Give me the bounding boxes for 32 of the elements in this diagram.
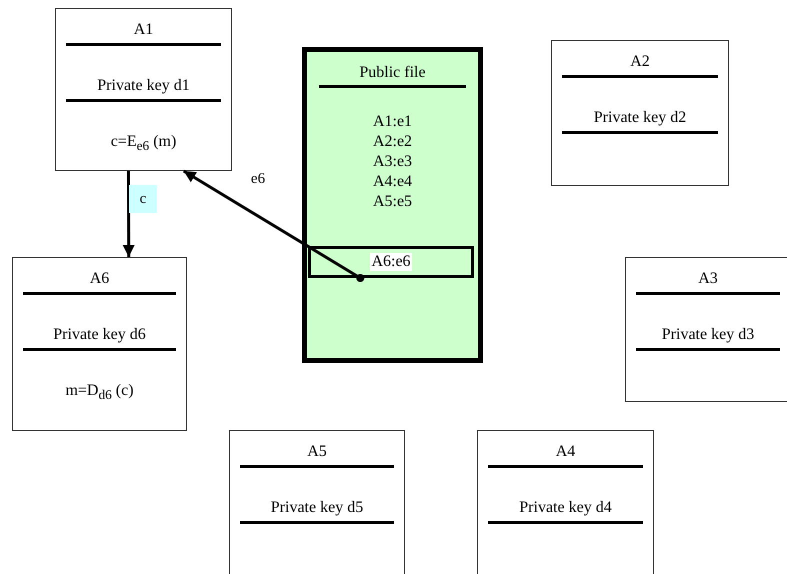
key-entry: A3:e3	[372, 153, 412, 171]
participant-box	[625, 257, 787, 402]
party-name: A6	[90, 270, 110, 288]
key-entry: A2:e2	[372, 133, 412, 151]
party-name: A1	[134, 21, 154, 39]
formula-text: c=E$_{e6}$ (m)	[110, 133, 176, 156]
participant-box	[229, 430, 405, 574]
private-key-label: Private key d4	[519, 499, 612, 517]
party-name: A5	[307, 443, 327, 461]
private-key-label: Private key d1	[97, 77, 190, 95]
participant-box	[551, 40, 729, 186]
private-key-label: Private key d3	[662, 326, 754, 344]
arrow	[182, 170, 364, 282]
private-key-label: Private key d5	[270, 499, 364, 517]
highlighted-entry-box	[308, 246, 474, 278]
key-entry: A6:e6	[370, 253, 412, 271]
arrow	[122, 171, 135, 257]
participant-box	[477, 430, 654, 574]
private-key-label: Private key d2	[594, 109, 686, 127]
public-file-box	[302, 47, 483, 363]
key-entry: A5:e5	[372, 193, 412, 211]
private-key-label: Private key d6	[53, 326, 146, 344]
party-name: A4	[556, 443, 576, 461]
participant-box	[12, 257, 187, 431]
key-entry: A1:e1	[372, 113, 412, 131]
formula-text: m=D$_{d6}$ (c)	[65, 382, 134, 404]
participant-box	[55, 8, 232, 171]
party-name: A2	[630, 53, 650, 71]
file-heading: Public file	[359, 64, 426, 82]
party-name: A3	[698, 270, 718, 288]
edge-label: c	[129, 185, 157, 213]
key-entry: A4:e4	[372, 173, 412, 191]
